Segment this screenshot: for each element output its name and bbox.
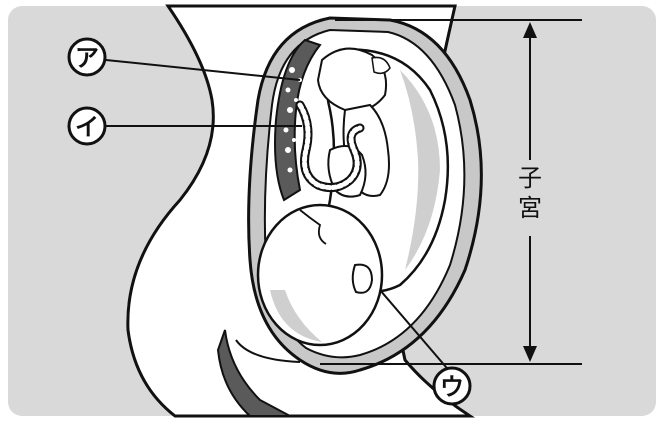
fetus-ear [353,265,372,293]
label-a: ア [69,39,105,75]
label-i: イ [69,108,105,144]
label-a-text: ア [75,44,99,72]
label-u: ウ [434,368,470,404]
label-u-text: ウ [440,373,464,401]
label-i-text: イ [75,113,99,141]
uterus-label-char-1: 子 [518,164,542,192]
uterus-label-char-2: 宮 [518,194,542,222]
